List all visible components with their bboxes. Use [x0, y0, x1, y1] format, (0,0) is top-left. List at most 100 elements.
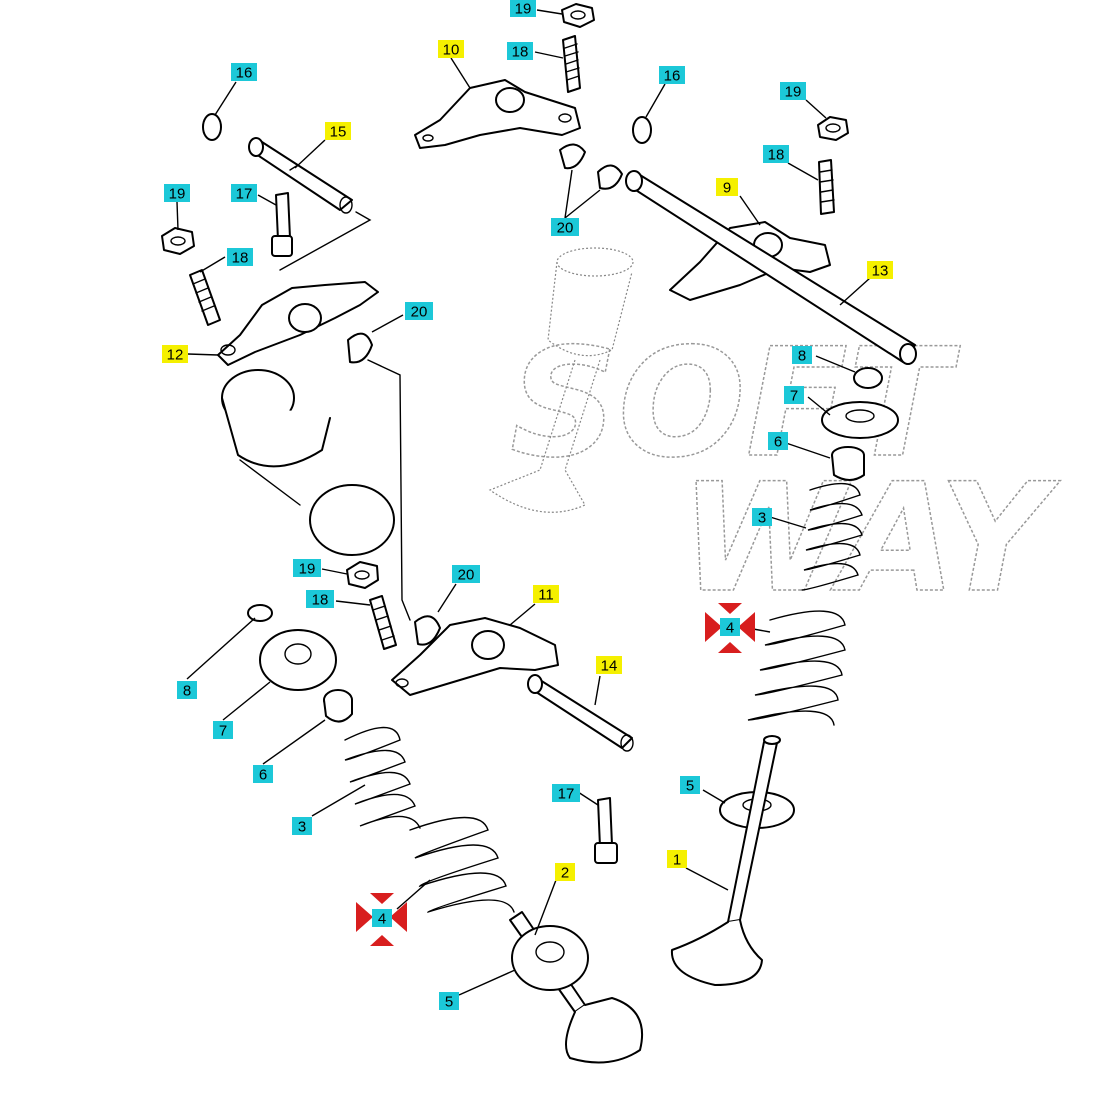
spring-retainer-icon[interactable] — [821, 401, 899, 439]
callout-8[interactable]: 8 — [792, 346, 812, 365]
highlight-marker-4b — [356, 893, 407, 946]
outer-spring-icon[interactable] — [409, 816, 515, 913]
callout-number: 1 — [673, 852, 681, 869]
callout-19[interactable]: 19 — [293, 559, 321, 578]
callout-box — [792, 346, 812, 364]
inner-spring-icon[interactable] — [344, 726, 421, 829]
collar-icon[interactable] — [414, 615, 441, 646]
callout-18[interactable]: 18 — [227, 248, 253, 267]
callout-number: 18 — [768, 147, 785, 164]
callout-box — [768, 432, 788, 450]
callout-12[interactable]: 12 — [162, 345, 188, 364]
rocker-arm-icon[interactable] — [391, 617, 559, 696]
callout-19[interactable]: 19 — [164, 184, 190, 203]
callout-10[interactable]: 10 — [438, 40, 464, 59]
callout-number: 13 — [872, 263, 889, 280]
callout-2[interactable]: 2 — [555, 863, 575, 882]
spring-retainer-icon[interactable] — [259, 629, 337, 691]
callout-box — [231, 63, 257, 81]
callout-box — [510, 0, 536, 17]
valve-lifter-icon[interactable] — [221, 369, 395, 556]
callout-7[interactable]: 7 — [213, 721, 233, 740]
stud-icon[interactable] — [369, 595, 397, 650]
callout-number: 18 — [312, 592, 329, 609]
callout-19[interactable]: 19 — [780, 82, 806, 101]
callout-18[interactable]: 18 — [507, 42, 533, 61]
callout-number: 6 — [259, 767, 267, 784]
callout-5[interactable]: 5 — [680, 776, 700, 795]
callout-8[interactable]: 8 — [177, 681, 197, 700]
collar-icon[interactable] — [347, 332, 373, 364]
callout-number: 14 — [601, 658, 618, 675]
callout-5[interactable]: 5 — [439, 992, 459, 1011]
collar-icon[interactable] — [559, 143, 586, 170]
o-ring-icon[interactable] — [202, 113, 222, 141]
callout-box — [372, 909, 392, 927]
callout-15[interactable]: 15 — [325, 122, 351, 141]
callout-number: 20 — [557, 220, 574, 237]
callout-17[interactable]: 17 — [231, 184, 257, 203]
stud-icon[interactable] — [562, 35, 581, 93]
stud-icon[interactable] — [189, 269, 221, 326]
nut-icon[interactable] — [561, 3, 595, 28]
callout-box — [292, 817, 312, 835]
rocker-arm-icon[interactable] — [414, 79, 581, 149]
callout-6[interactable]: 6 — [768, 432, 788, 451]
callout-4[interactable]: 4 — [372, 909, 392, 928]
callout-box — [452, 565, 480, 583]
ghost-valve-outline — [488, 247, 634, 513]
nut-icon[interactable] — [346, 561, 379, 589]
stud-icon[interactable] — [818, 159, 835, 215]
callout-11[interactable]: 11 — [533, 585, 559, 604]
callout-4[interactable]: 4 — [720, 618, 740, 637]
valve-stem-seal-icon[interactable] — [323, 689, 353, 723]
callout-20[interactable]: 20 — [405, 302, 433, 321]
nut-icon[interactable] — [817, 116, 849, 141]
bolt-icon[interactable] — [594, 797, 618, 864]
callout-14[interactable]: 14 — [596, 656, 622, 675]
callout-13[interactable]: 13 — [867, 261, 893, 280]
callout-box — [659, 66, 685, 84]
valve-keeper-icon[interactable] — [247, 604, 273, 622]
callout-number: 20 — [458, 567, 475, 584]
callout-20[interactable]: 20 — [551, 218, 579, 237]
nut-icon[interactable] — [161, 227, 195, 255]
callout-box — [405, 302, 433, 320]
valve-stem-seal-icon[interactable] — [831, 446, 865, 481]
collar-icon[interactable] — [597, 164, 623, 190]
spring-seat-icon[interactable] — [511, 925, 589, 991]
callout-number: 17 — [558, 786, 575, 803]
callout-7[interactable]: 7 — [784, 386, 804, 405]
valve-keeper-icon[interactable] — [853, 367, 883, 389]
callout-3[interactable]: 3 — [292, 817, 312, 836]
callout-3[interactable]: 3 — [752, 508, 772, 527]
rocker-shaft-icon[interactable] — [625, 170, 917, 365]
callout-16[interactable]: 16 — [659, 66, 685, 85]
callout-1[interactable]: 1 — [667, 850, 687, 869]
callout-18[interactable]: 18 — [763, 145, 789, 164]
rocker-shaft-icon[interactable] — [527, 674, 634, 752]
valve-icon[interactable] — [670, 735, 781, 986]
bolt-icon[interactable] — [271, 192, 293, 257]
callout-20[interactable]: 20 — [452, 565, 480, 584]
callout-box — [752, 508, 772, 526]
callout-19[interactable]: 19 — [510, 0, 536, 18]
callout-6[interactable]: 6 — [253, 765, 273, 784]
callout-box — [177, 681, 197, 699]
watermark-line2: WAY — [680, 452, 1061, 626]
outer-spring-icon[interactable] — [747, 610, 846, 726]
inner-spring-icon[interactable] — [801, 482, 863, 591]
callout-18[interactable]: 18 — [306, 590, 334, 609]
callout-16[interactable]: 16 — [231, 63, 257, 82]
callout-number: 2 — [561, 865, 569, 882]
callout-17[interactable]: 17 — [552, 784, 580, 803]
callout-number: 12 — [167, 347, 184, 364]
rocker-shaft-icon[interactable] — [248, 137, 353, 214]
rocker-arm-icon[interactable] — [217, 281, 379, 366]
callout-number: 18 — [512, 44, 529, 61]
callout-number: 4 — [378, 911, 386, 928]
o-ring-icon[interactable] — [632, 116, 652, 144]
callout-9[interactable]: 9 — [716, 178, 738, 197]
callout-number: 9 — [723, 180, 731, 197]
